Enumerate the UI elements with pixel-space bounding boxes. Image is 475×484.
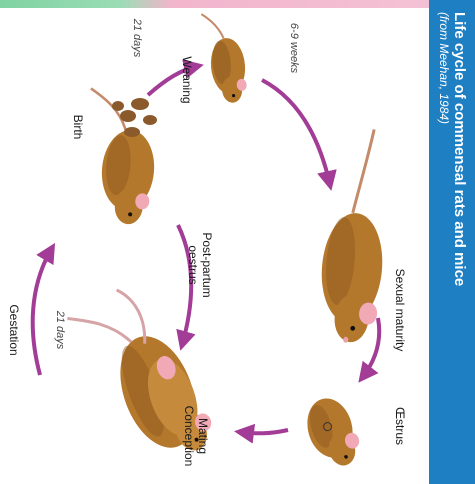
label-gestation: Gestation	[7, 304, 21, 355]
label-6-9-weeks: 6-9 weeks	[288, 23, 300, 73]
arrow-gestation-to-birth	[33, 248, 52, 375]
label-mating-conception: Mating Conception	[182, 391, 210, 481]
arrow-weaning-to-maturity	[262, 80, 330, 185]
label-21-days-weaning: 21 days	[131, 19, 143, 58]
mouse-weaning	[201, 11, 248, 105]
label-sexual-maturity: Sexual maturity	[393, 269, 407, 352]
label-oestrus: oestrus	[186, 215, 200, 315]
label-weaning: Weaning	[180, 56, 194, 103]
mouse-estrus	[301, 393, 365, 473]
label-mating: Mating	[196, 391, 210, 481]
mouse-sexual-maturity	[316, 126, 395, 345]
label-birth: Birth	[71, 115, 85, 140]
label-post-partum: Post-partum	[200, 215, 214, 315]
label-estrus: Œstrus	[393, 407, 407, 445]
label-21-days-gestation: 21 days	[54, 311, 66, 350]
label-post-partum-oestrus: Post-partum oestrus	[186, 215, 214, 315]
young-litter	[112, 98, 157, 137]
label-conception: Conception	[182, 391, 196, 481]
arrow-estrus-to-mating	[240, 430, 288, 433]
